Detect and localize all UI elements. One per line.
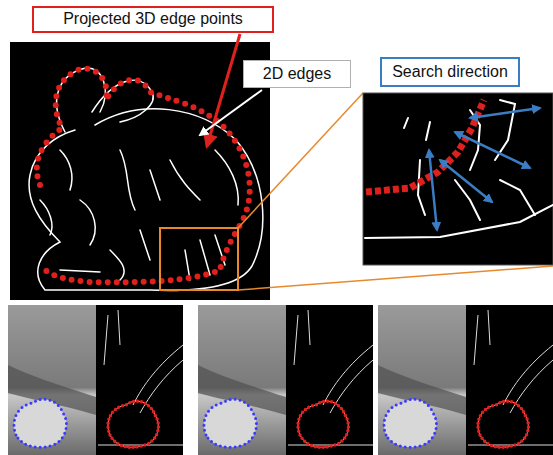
callout-label: 2D edges xyxy=(263,65,332,83)
callout-box: Search direction xyxy=(380,57,520,87)
callout-label: Projected 3D edge points xyxy=(63,10,243,28)
callout-box: 2D edges xyxy=(243,60,351,88)
callout-box: Projected 3D edge points xyxy=(32,6,274,33)
callout-label: Search direction xyxy=(392,63,508,81)
